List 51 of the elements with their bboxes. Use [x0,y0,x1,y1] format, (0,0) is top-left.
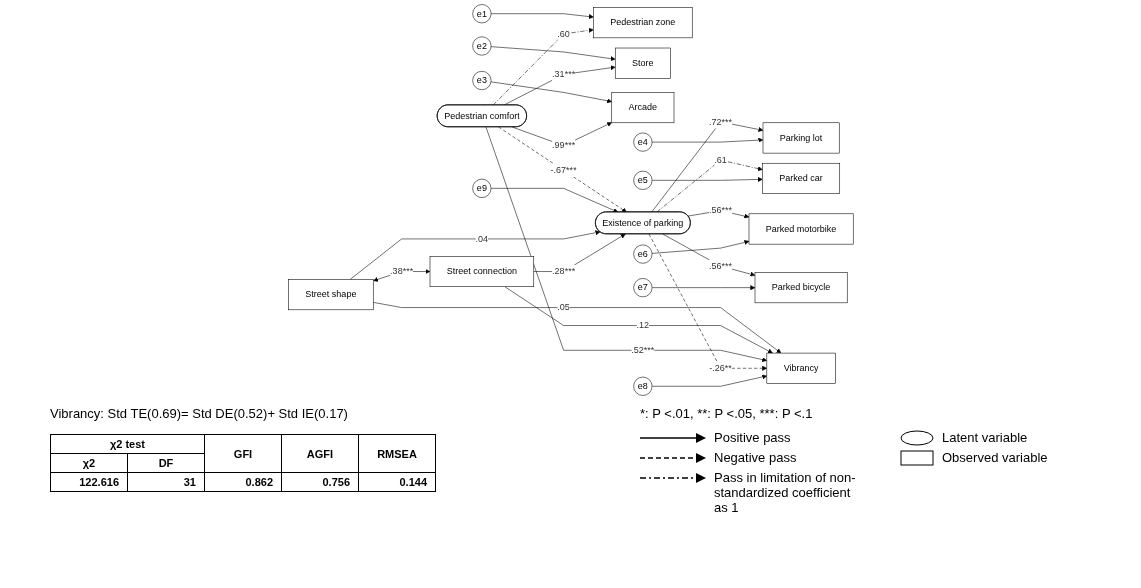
table-cell: χ2 test [50,434,205,454]
edge-label: .05 [556,302,570,313]
table-cell: AGFI [281,434,359,473]
node-box: Street shape [287,279,374,311]
edge-label: .56*** [708,261,732,271]
node-circle: e9 [472,178,491,198]
table-cell: 0.862 [204,472,282,492]
node-circle: e1 [472,4,491,24]
node-circle: e5 [633,170,652,190]
node-box: Parked car [761,162,840,194]
edge-label: .38*** [389,266,413,277]
node-box: Parked bicycle [754,272,848,304]
table-cell: 0.756 [281,472,359,492]
table-cell: χ2 [50,453,128,473]
legend-text: Positive pass [714,430,791,445]
table-cell: GFI [204,434,282,473]
node-circle: e8 [633,376,652,396]
edge-label: .31*** [551,69,575,79]
significance-note: *: P <.01, **: P <.05, ***: P <.1 [640,406,813,421]
node-circle: e2 [472,36,491,56]
edge-label: .04 [475,233,488,244]
edge-label: .61 [713,155,727,165]
node-circle: e4 [633,132,652,152]
table-cell: 31 [127,472,205,492]
edge-label: .12 [636,320,649,331]
edge-label: -.26** [708,363,732,373]
node-box: Parked motorbike [748,213,854,245]
legend-text: Pass in limitation of non-standardized coefficient as 1 [714,470,857,515]
edge-label: .72*** [708,116,732,127]
edge-label: .99*** [551,140,575,151]
node-circle: e7 [633,278,652,298]
edge-label: .52*** [630,345,654,355]
node-box: Store [614,47,671,79]
edge-label: -.67*** [550,165,577,175]
table-cell: RMSEA [358,434,436,473]
legend-text: Negative pass [714,450,797,465]
node-circle: e3 [472,71,491,90]
node-box: Pedestrian zone [592,7,693,39]
node-box: Vibrancy [766,352,836,384]
node-box: Street connection [429,256,534,287]
edge-label: .28*** [551,266,575,277]
table-cell: 122.616 [50,472,128,492]
table-cell: 0.144 [358,472,436,492]
edge-label: .56*** [708,205,732,216]
node-box: Parking lot [762,122,840,154]
node-circle: e6 [633,244,652,264]
node-box: Arcade [611,92,674,124]
result-note: Vibrancy: Std TE(0.69)= Std DE(0.52)+ Std IE(0.17) [50,406,348,421]
edge-label: .60 [556,28,570,39]
legend-text: Latent variable [942,430,1028,445]
legend-text: Observed variable [942,450,1048,465]
